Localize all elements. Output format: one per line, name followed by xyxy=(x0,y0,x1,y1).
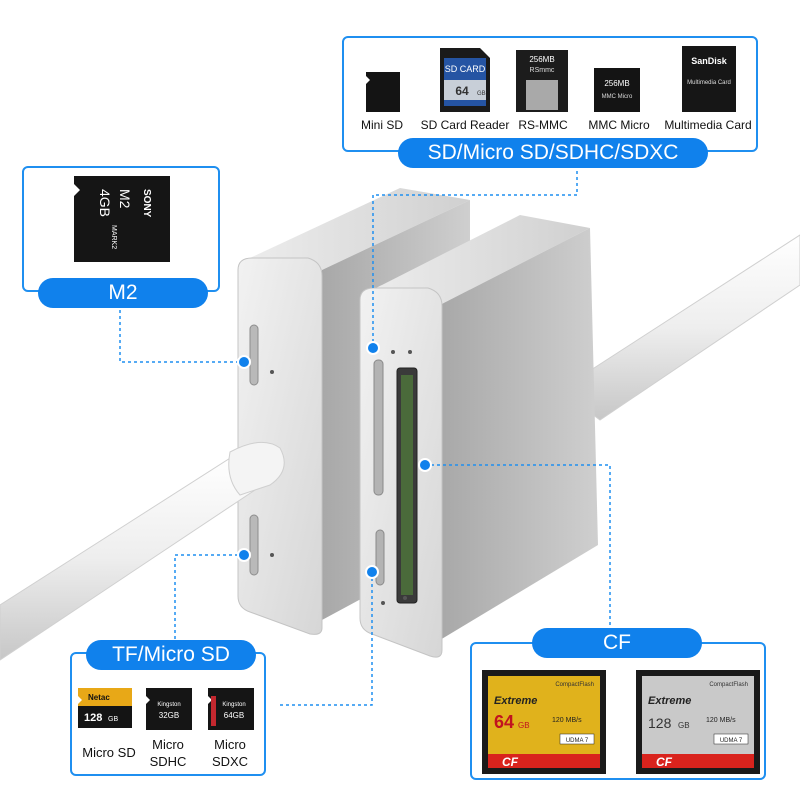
sd-card-icon: SD CARD 64 GB xyxy=(440,48,490,112)
m2-type: M2 xyxy=(117,189,133,209)
cf-card-64gb-icon: CompactFlash Extreme 64 GB 120 MB/s UDMA… xyxy=(482,670,606,774)
m2-label-pill: M2 xyxy=(38,278,208,308)
cf64-speed: 120 MB/s xyxy=(552,717,582,724)
caption-sd-card-reader: SD Card Reader xyxy=(420,118,510,132)
rs-mmc-sub-text: RSmmc xyxy=(530,67,555,74)
micro-sd-netac-icon: Netac 128 GB xyxy=(78,688,132,728)
cf64-unit: GB xyxy=(518,721,530,730)
connector-dots xyxy=(237,341,432,579)
caption-micro-sdhc-line1: Micro xyxy=(152,737,184,752)
micro-sdhc-brand: Kingston xyxy=(157,702,180,708)
cf64-capacity: 64 xyxy=(494,712,514,732)
caption-multimedia-card: Multimedia Card xyxy=(664,118,752,132)
sd-card-unit: GB xyxy=(477,91,486,97)
micro-sdxc-icon: Kingston 64GB xyxy=(208,688,254,730)
micro-sdxc-capacity: 64GB xyxy=(224,711,244,720)
micro-sd-unit: GB xyxy=(108,716,118,723)
mmc-micro-card-icon: 256MB MMC Micro xyxy=(594,68,640,112)
multimedia-card-icon: SanDisk Multimedia Card xyxy=(682,46,736,112)
micro-sdxc-brand: Kingston xyxy=(222,702,245,708)
micro-sd-capacity: 128 xyxy=(84,712,102,724)
connector-lines xyxy=(119,165,611,706)
caption-micro-sdhc-line2: SDHC xyxy=(149,754,187,769)
caption-mini-sd: Mini SD xyxy=(360,118,403,132)
sd-card-capacity: 64 xyxy=(455,84,469,98)
cf64-title: Extreme xyxy=(494,695,537,707)
rs-mmc-face-text: 256MB xyxy=(529,55,554,64)
cf-label-pill: CF xyxy=(532,628,702,658)
m2-capacity: 4GB xyxy=(97,189,113,217)
sd-card-face-text: SD CARD xyxy=(445,64,486,74)
cf128-title: Extreme xyxy=(648,695,691,707)
caption-mmc-micro: MMC Micro xyxy=(588,118,650,132)
caption-micro-sd: Micro SD xyxy=(82,745,136,760)
mmc-micro-sub-text: MMC Micro xyxy=(602,94,633,100)
tf-label-pill: TF/Micro SD xyxy=(86,640,256,670)
cf-card-128gb-icon: CompactFlash Extreme 128 GB 120 MB/s UDM… xyxy=(636,670,760,774)
rs-mmc-card-icon: 256MB RSmmc xyxy=(516,50,568,112)
usb-cable-left xyxy=(0,441,285,661)
cf128-brand: CompactFlash xyxy=(709,682,748,688)
micro-sdhc-capacity: 32GB xyxy=(159,711,179,720)
cf128-unit: GB xyxy=(678,721,690,730)
mmc-micro-face-text: 256MB xyxy=(604,79,629,88)
cf128-speed: 120 MB/s xyxy=(706,717,736,724)
cf-card-panel: CompactFlash Extreme 64 GB 120 MB/s UDMA… xyxy=(470,642,766,780)
right-reader-unit xyxy=(359,215,598,658)
usb-cable-right xyxy=(559,234,800,421)
cf128-udma: UDMA 7 xyxy=(720,738,743,744)
caption-rs-mmc: RS-MMC xyxy=(518,118,568,132)
m2-card-icon: SONY M2 4GB MARK2 xyxy=(74,176,170,262)
cf128-capacity: 128 xyxy=(648,715,672,731)
mini-sd-card-icon xyxy=(366,72,400,112)
m2-sub: MARK2 xyxy=(110,225,117,249)
top-card-panel: SD CARD 64 GB 256MB RSmmc 256MB MMC Micr… xyxy=(342,36,758,152)
caption-micro-sdxc-line2: SDXC xyxy=(211,754,249,769)
cf64-brand: CompactFlash xyxy=(555,682,594,688)
cf64-badge: CF xyxy=(502,755,519,769)
micro-sd-brand: Netac xyxy=(88,693,110,702)
micro-sdhc-icon: Kingston 32GB xyxy=(146,688,192,730)
caption-micro-sdxc-line1: Micro xyxy=(214,737,246,752)
cf128-badge: CF xyxy=(656,755,673,769)
cf64-udma: UDMA 7 xyxy=(566,738,589,744)
tf-card-panel: Netac 128 GB Kingston 32GB Kingston 64GB… xyxy=(70,652,266,776)
m2-brand: SONY xyxy=(141,189,152,218)
m2-card-panel: SONY M2 4GB MARK2 xyxy=(22,166,220,292)
multimedia-card-face-text: SanDisk xyxy=(691,56,728,66)
multimedia-card-sub-text: Multimedia Card xyxy=(687,80,731,86)
sd-label-pill: SD/Micro SD/SDHC/SDXC xyxy=(398,138,708,168)
